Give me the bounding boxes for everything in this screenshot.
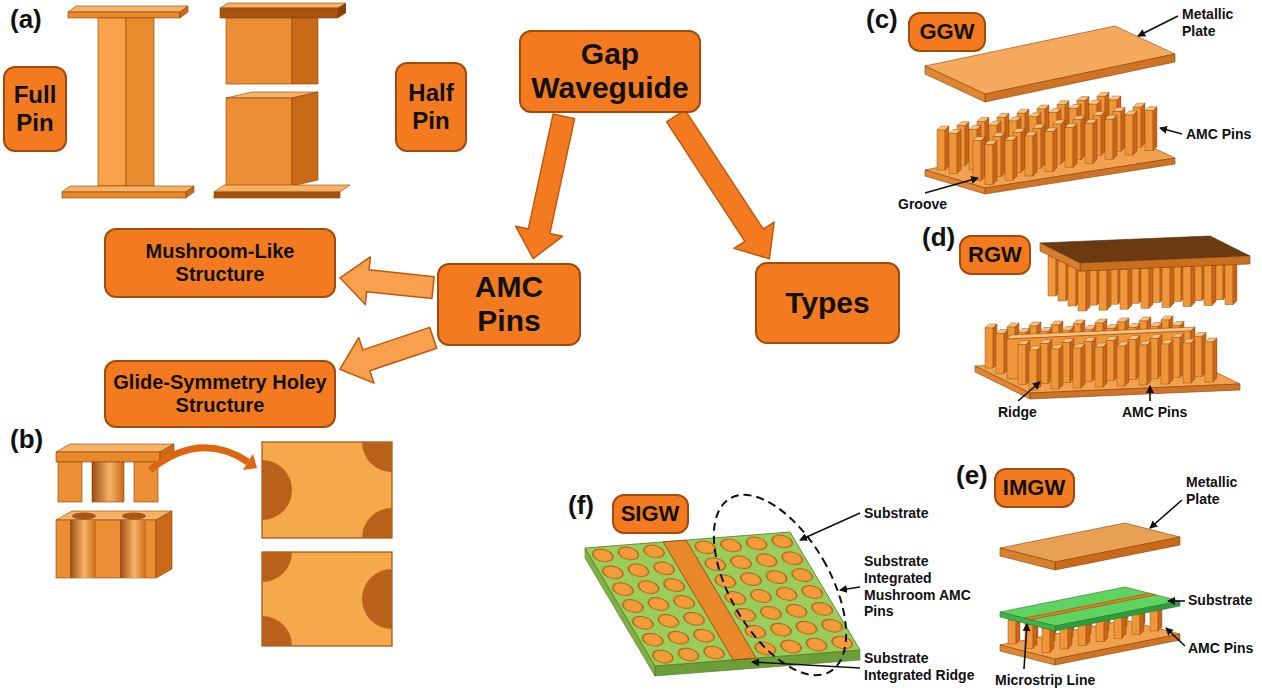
box-text: Mushroom-Like Structure (112, 240, 328, 286)
part-label: (a) (10, 4, 42, 35)
category-box: Mushroom-Like Structure (104, 228, 336, 298)
full-pin-figure (62, 6, 194, 198)
leader-line (752, 662, 860, 668)
leader-line (1149, 386, 1151, 401)
part-label: Ridge (998, 404, 1037, 421)
part-label: Groove (898, 196, 947, 213)
part-label: (b) (10, 424, 43, 455)
imgw-figure (1000, 523, 1180, 665)
category-box: Gap Waveguide (519, 30, 701, 113)
part-label: (c) (866, 4, 898, 35)
box-text: Glide-Symmetry Holey Structure (112, 371, 328, 417)
part-label: Substrate (864, 505, 929, 522)
category-box: Glide-Symmetry Holey Structure (104, 360, 336, 428)
leader-line (925, 178, 978, 193)
part-label: AMC Pins (1188, 640, 1253, 657)
part-label: Substrate Integrated Mushroom AMC Pins (864, 553, 986, 620)
part-label: Substrate Integrated Ridge (864, 650, 986, 684)
block-arrow (340, 257, 434, 305)
leader-line (1150, 500, 1182, 528)
box-text: Types (785, 286, 869, 321)
category-box: Types (755, 262, 900, 344)
leader-line (840, 587, 860, 590)
leader-line (800, 513, 860, 540)
leader-lines (752, 16, 1185, 669)
box-text: Gap Waveguide (527, 37, 693, 106)
block-arrow (516, 114, 575, 259)
half-pin-figure (214, 3, 350, 198)
category-box: IMGW (994, 468, 1075, 508)
leader-line (1024, 624, 1027, 669)
leader-line (1138, 16, 1178, 36)
box-text: GGW (920, 19, 975, 44)
leader-line (1018, 382, 1040, 401)
part-label: Microstrip Line (995, 672, 1095, 689)
box-text: Half Pin (403, 79, 459, 134)
box-text: SIGW (621, 501, 680, 526)
box-text: RGW (968, 242, 1022, 267)
category-box: RGW (959, 235, 1031, 275)
part-label: (e) (956, 460, 988, 491)
leader-line (1166, 628, 1185, 646)
block-arrow (340, 327, 437, 383)
part-label: AMC Pins (1186, 126, 1251, 143)
category-box: SIGW (612, 494, 689, 534)
box-text: AMC Pins (445, 270, 573, 339)
leader-line (1160, 128, 1182, 134)
sigw-figure (585, 473, 873, 694)
part-label: Substrate (1188, 592, 1253, 609)
category-box: AMC Pins (437, 263, 581, 346)
category-box: GGW (908, 12, 986, 52)
box-text: IMGW (1003, 475, 1065, 500)
block-arrow (667, 110, 775, 259)
leader-line (1168, 600, 1185, 602)
part-label: (f) (568, 490, 594, 521)
box-text: Full Pin (11, 81, 59, 136)
glide-holey-figure (56, 442, 392, 646)
part-label: Metallic Plate (1186, 474, 1248, 508)
category-box: Full Pin (3, 66, 67, 152)
part-label: Metallic Plate (1182, 6, 1244, 40)
part-label: (d) (922, 222, 955, 253)
category-box: Half Pin (395, 62, 467, 152)
part-label: AMC Pins (1122, 404, 1187, 421)
